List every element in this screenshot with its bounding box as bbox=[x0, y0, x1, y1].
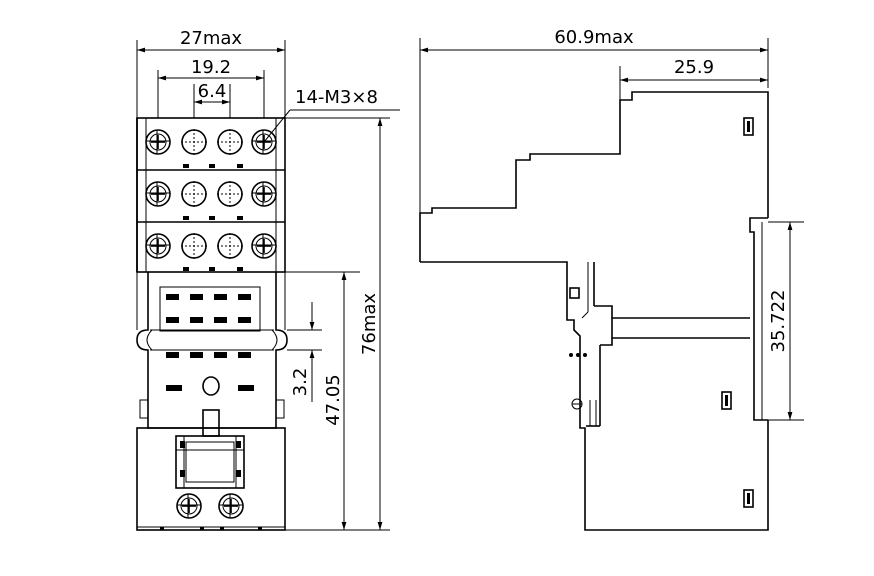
side-view bbox=[419, 38, 804, 531]
dim-hole-pitch-inner: 6.4 bbox=[198, 81, 227, 102]
dim-rail-height: 35.722 bbox=[768, 290, 789, 353]
dim-front-width: 27max bbox=[180, 28, 242, 49]
dim-offset: 3.2 bbox=[290, 368, 311, 397]
dim-side-step: 25.9 bbox=[674, 57, 714, 78]
dim-mount-height: 47.05 bbox=[323, 374, 344, 426]
front-view bbox=[136, 40, 400, 531]
dim-side-depth: 60.9max bbox=[554, 27, 634, 48]
dim-total-height: 76max bbox=[359, 293, 380, 355]
dim-hole-pitch-outer: 19.2 bbox=[191, 57, 231, 78]
dim-screw-callout: 14-M3×8 bbox=[295, 87, 378, 108]
